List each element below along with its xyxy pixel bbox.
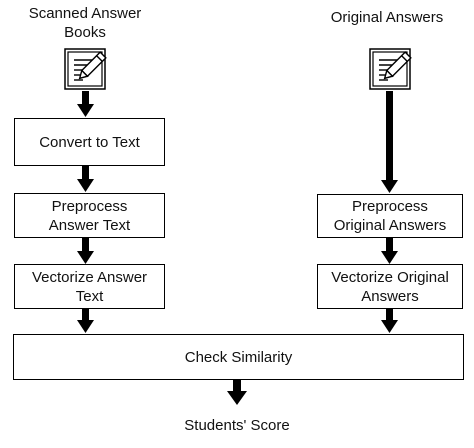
- vectorize-original-answers-step: Vectorize Original Answers: [317, 264, 463, 309]
- left-source-document-icon: [64, 48, 107, 90]
- arrow-check-to-score: [227, 380, 247, 405]
- arrow-vectorize-left-to-check: [77, 309, 94, 333]
- arrow-preprocess-to-vectorize-left: [77, 238, 94, 264]
- vectorize-answer-text-step: Vectorize Answer Text: [14, 264, 165, 309]
- arrow-left-icon-to-convert: [77, 91, 94, 117]
- right-source-label: Original Answers: [330, 9, 444, 26]
- right-source-document-icon: [369, 48, 412, 90]
- left-source-label: Scanned Answer Books: [28, 5, 142, 41]
- students-score-output: Students' Score: [184, 417, 290, 434]
- arrow-vectorize-right-to-check: [381, 309, 398, 333]
- arrow-preprocess-to-vectorize-right: [381, 238, 398, 264]
- arrow-right-icon-to-preprocess: [381, 91, 398, 193]
- preprocess-original-answers-step: Preprocess Original Answers: [317, 194, 463, 238]
- check-similarity-step: Check Similarity: [13, 334, 464, 380]
- arrow-convert-to-preprocess: [77, 166, 94, 192]
- convert-to-text-step: Convert to Text: [14, 118, 165, 166]
- preprocess-answer-text-step: Preprocess Answer Text: [14, 193, 165, 238]
